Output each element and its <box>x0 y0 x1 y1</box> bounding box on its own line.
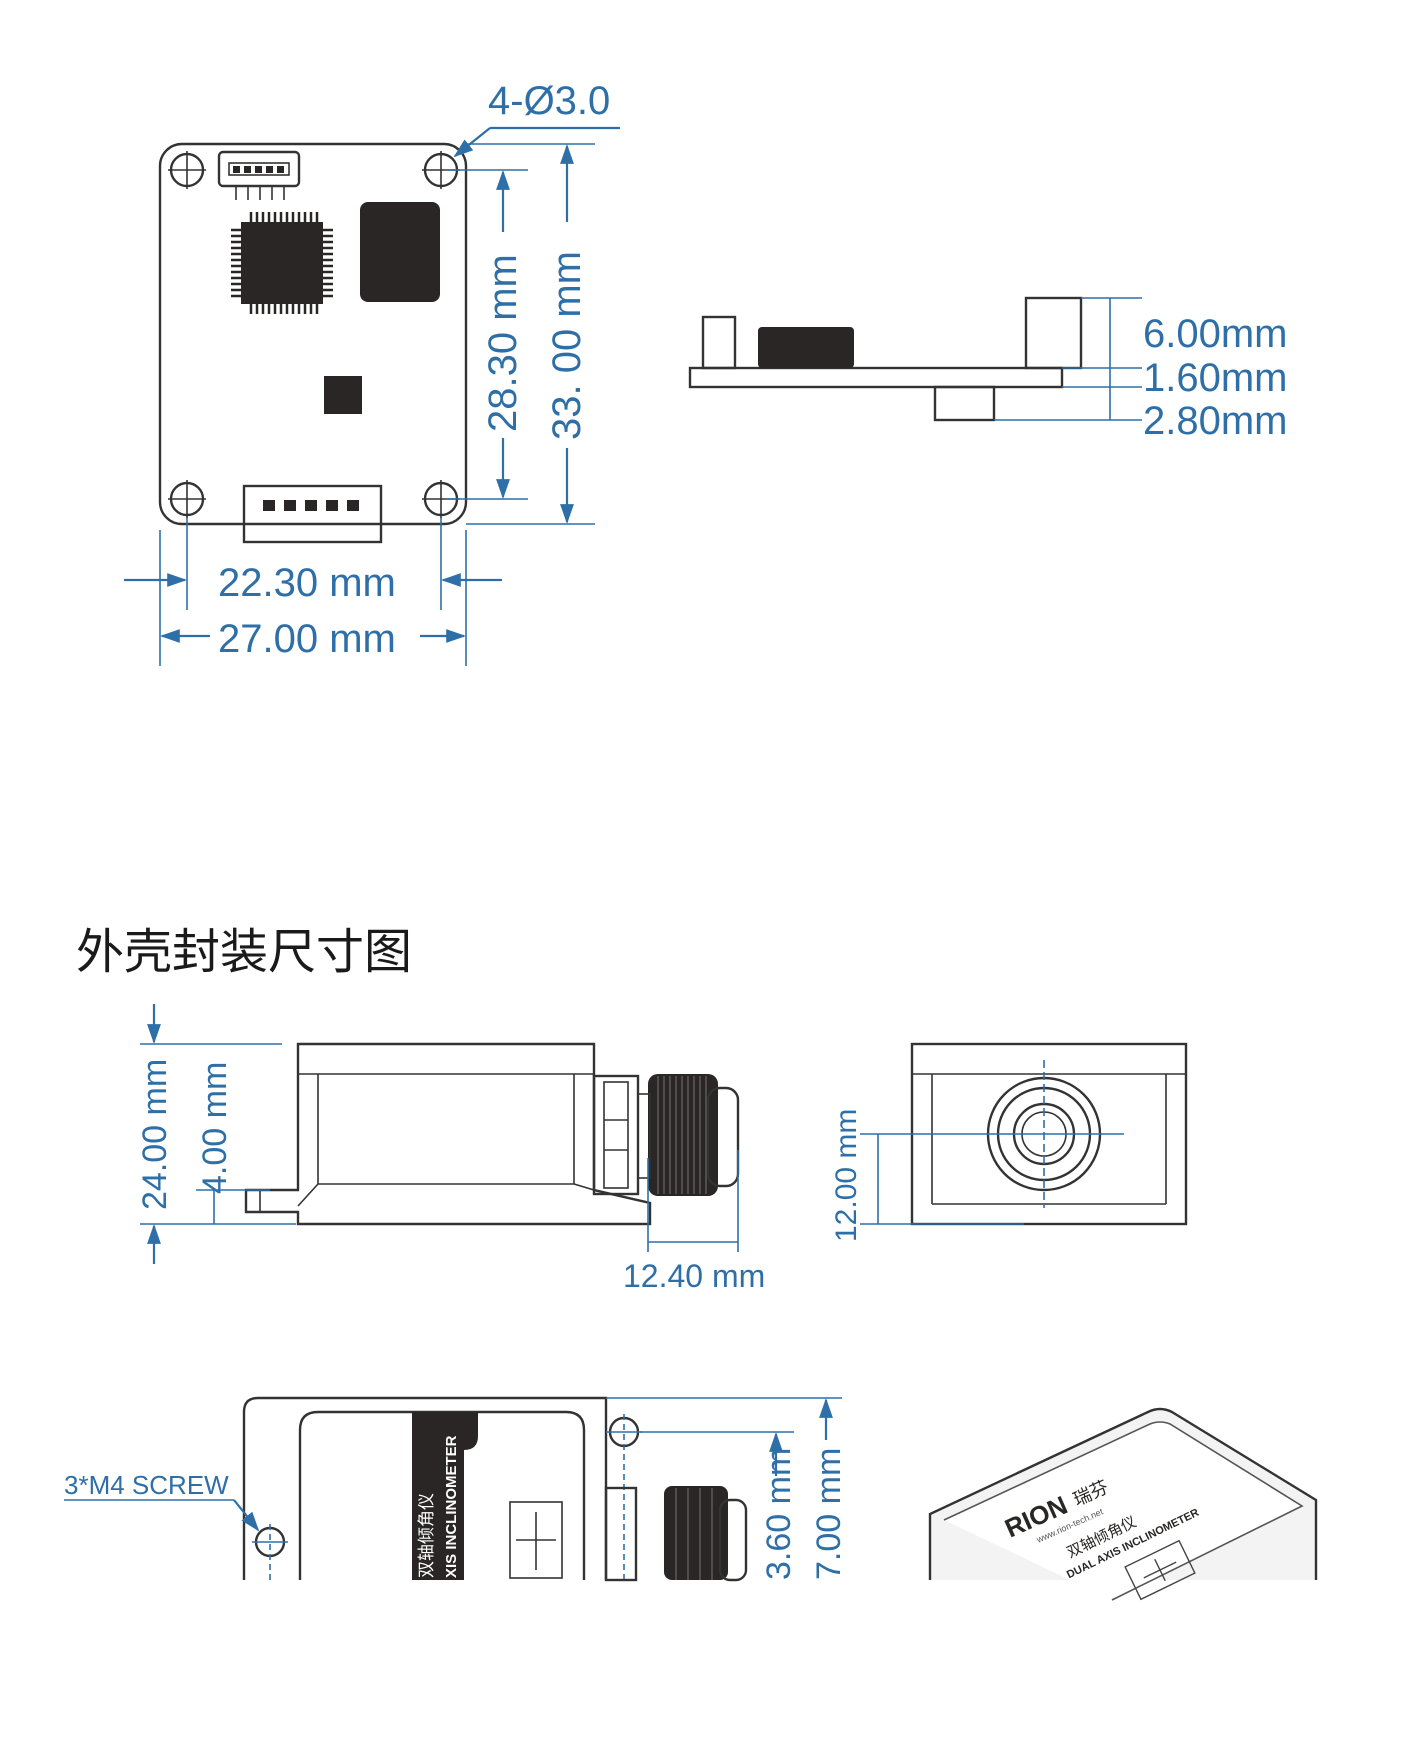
mounting-hole-icon <box>168 480 206 518</box>
screw-hole-icon <box>252 1524 288 1580</box>
pcb-board-edge <box>688 366 1064 389</box>
axis-diagram-icon <box>509 1501 563 1579</box>
hole-spec-label: 4-Ø3.0 <box>488 79 610 123</box>
photo-axis-icon <box>1124 1539 1196 1601</box>
side-dim-mid-label: 1.60mm <box>1143 356 1288 400</box>
side-dim-top-label: 6.00mm <box>1143 312 1288 356</box>
housing-height-total-label: 24.00 mm <box>136 1059 174 1210</box>
side-connector-small <box>701 315 737 370</box>
top-dim-inner-label: 3.60 mm <box>760 1448 798 1580</box>
gland-length-label: 12.40 mm <box>623 1258 765 1294</box>
mounting-hole-icon <box>168 151 206 189</box>
top-view-outline <box>242 1396 608 1580</box>
center-height-label: 12.00 mm <box>830 1109 863 1242</box>
screw-note-label: 3*M4 SCREW <box>64 1470 229 1500</box>
side-connector-large <box>1024 296 1083 370</box>
top-dim-outer-label: 7.00 mm <box>810 1448 848 1580</box>
microcontroller-chip-icon <box>231 212 333 314</box>
height-inner-label: 28.30 mm <box>481 254 525 432</box>
section-title: 外壳封装尺寸图 <box>76 924 412 980</box>
label-strip <box>412 1412 478 1580</box>
side-bottom-part <box>933 385 996 422</box>
width-outer-label: 27.00 mm <box>218 617 396 661</box>
pcb-outline <box>158 142 468 526</box>
bottom-connector-icon <box>242 484 383 544</box>
screw-hole-icon <box>606 1414 642 1580</box>
top-connector-icon <box>217 150 301 200</box>
pcb-side-view: 6.00mm 1.60mm 2.80mm <box>688 296 1288 443</box>
height-outer-label: 33. 00 mm <box>545 251 589 440</box>
cable-gland-icon <box>592 1074 740 1196</box>
housing-side-view: 24.00 mm 4.00 mm 12.40 mm <box>136 1004 765 1294</box>
product-photo: RION 瑞芬 www.rion-tech.net 双轴倾角仪 DUAL AXI… <box>928 1407 1318 1601</box>
side-dim-bottom-label: 2.80mm <box>1143 399 1288 443</box>
housing-end-view: 12.00 mm <box>830 1042 1188 1242</box>
cable-gland-top-icon <box>604 1486 748 1582</box>
small-chip-icon <box>324 376 362 414</box>
sensor-chip-icon <box>360 202 440 302</box>
top-label-cn: 双轴倾角仪 <box>417 1493 437 1578</box>
housing-top-view: 双轴倾角仪 XIS INCLINOMETER 3.60 mm 7.00 mm <box>64 1396 848 1582</box>
width-inner-label: 22.30 mm <box>218 561 396 605</box>
housing-height-flange-label: 4.00 mm <box>196 1062 234 1194</box>
side-chip <box>758 327 854 368</box>
pcb-top-view: 4-Ø3.0 28.30 mm 33. 00 mm 22.30 mm 27.00… <box>124 79 620 666</box>
top-label-en: XIS INCLINOMETER <box>443 1435 460 1578</box>
